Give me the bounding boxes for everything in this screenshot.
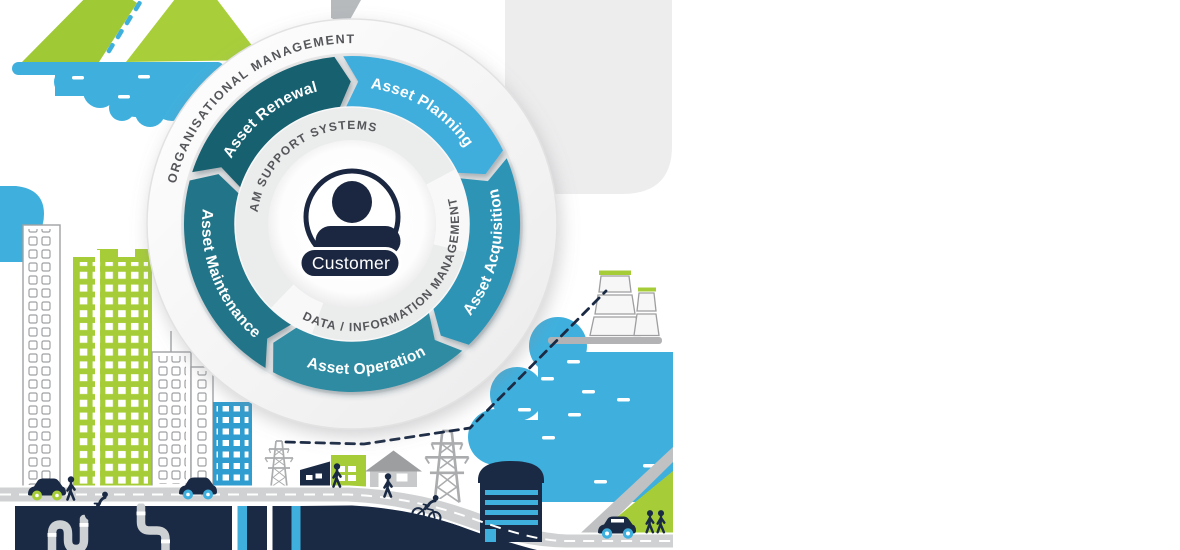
segment-asset-operation <box>273 312 463 392</box>
customer-label: Customer <box>312 253 390 273</box>
power-pylon-large-icon <box>423 429 471 504</box>
mountain-road-icon <box>103 0 156 62</box>
warehouse-icon <box>300 461 330 487</box>
segment-asset-maintenance <box>183 174 292 368</box>
inner-ring-wedge <box>270 284 324 334</box>
building-outline-mid <box>151 331 192 488</box>
segment-asset-planning <box>343 55 503 175</box>
diagonal-road <box>564 447 673 549</box>
segment-asset-renewal <box>192 56 351 188</box>
building-blue <box>213 402 252 487</box>
house-icon <box>365 450 422 487</box>
blue-pipe-icon <box>291 506 301 550</box>
building-lime-tower <box>73 249 152 487</box>
inner-ring-wedge <box>426 169 469 253</box>
vehicles-and-people <box>28 461 666 539</box>
lake-water-left-edge <box>0 186 44 262</box>
road-center-line <box>0 493 673 542</box>
gas-holder-icon <box>478 461 544 542</box>
blue-pipe-icon <box>237 506 247 550</box>
gray-cloud-icon <box>505 0 672 194</box>
underground-pipes-icon <box>47 502 170 550</box>
customer-head-icon <box>332 181 372 223</box>
building-outline-small <box>190 366 214 488</box>
wheel-segments <box>183 55 521 392</box>
car-icon <box>28 478 66 501</box>
customer-label-pill <box>298 247 402 279</box>
building-outline-tall <box>22 224 61 488</box>
car-icon <box>179 477 217 500</box>
car-icon <box>598 516 636 539</box>
water-sparkles <box>517 356 656 484</box>
dashed-route-line <box>284 289 608 446</box>
mountains-icon <box>22 0 361 62</box>
am-wheel: ORGANISATIONAL MANAGEMENT Asset Renewal … <box>146 18 558 430</box>
city-buildings <box>22 224 422 488</box>
customer-person-icon: Customer <box>298 168 402 279</box>
underground-section <box>15 502 537 550</box>
power-pylon-small-icon <box>264 440 294 488</box>
cooling-towers-icon <box>548 270 662 344</box>
pipe-joints <box>47 511 170 544</box>
segment-asset-acquisition <box>433 158 521 345</box>
